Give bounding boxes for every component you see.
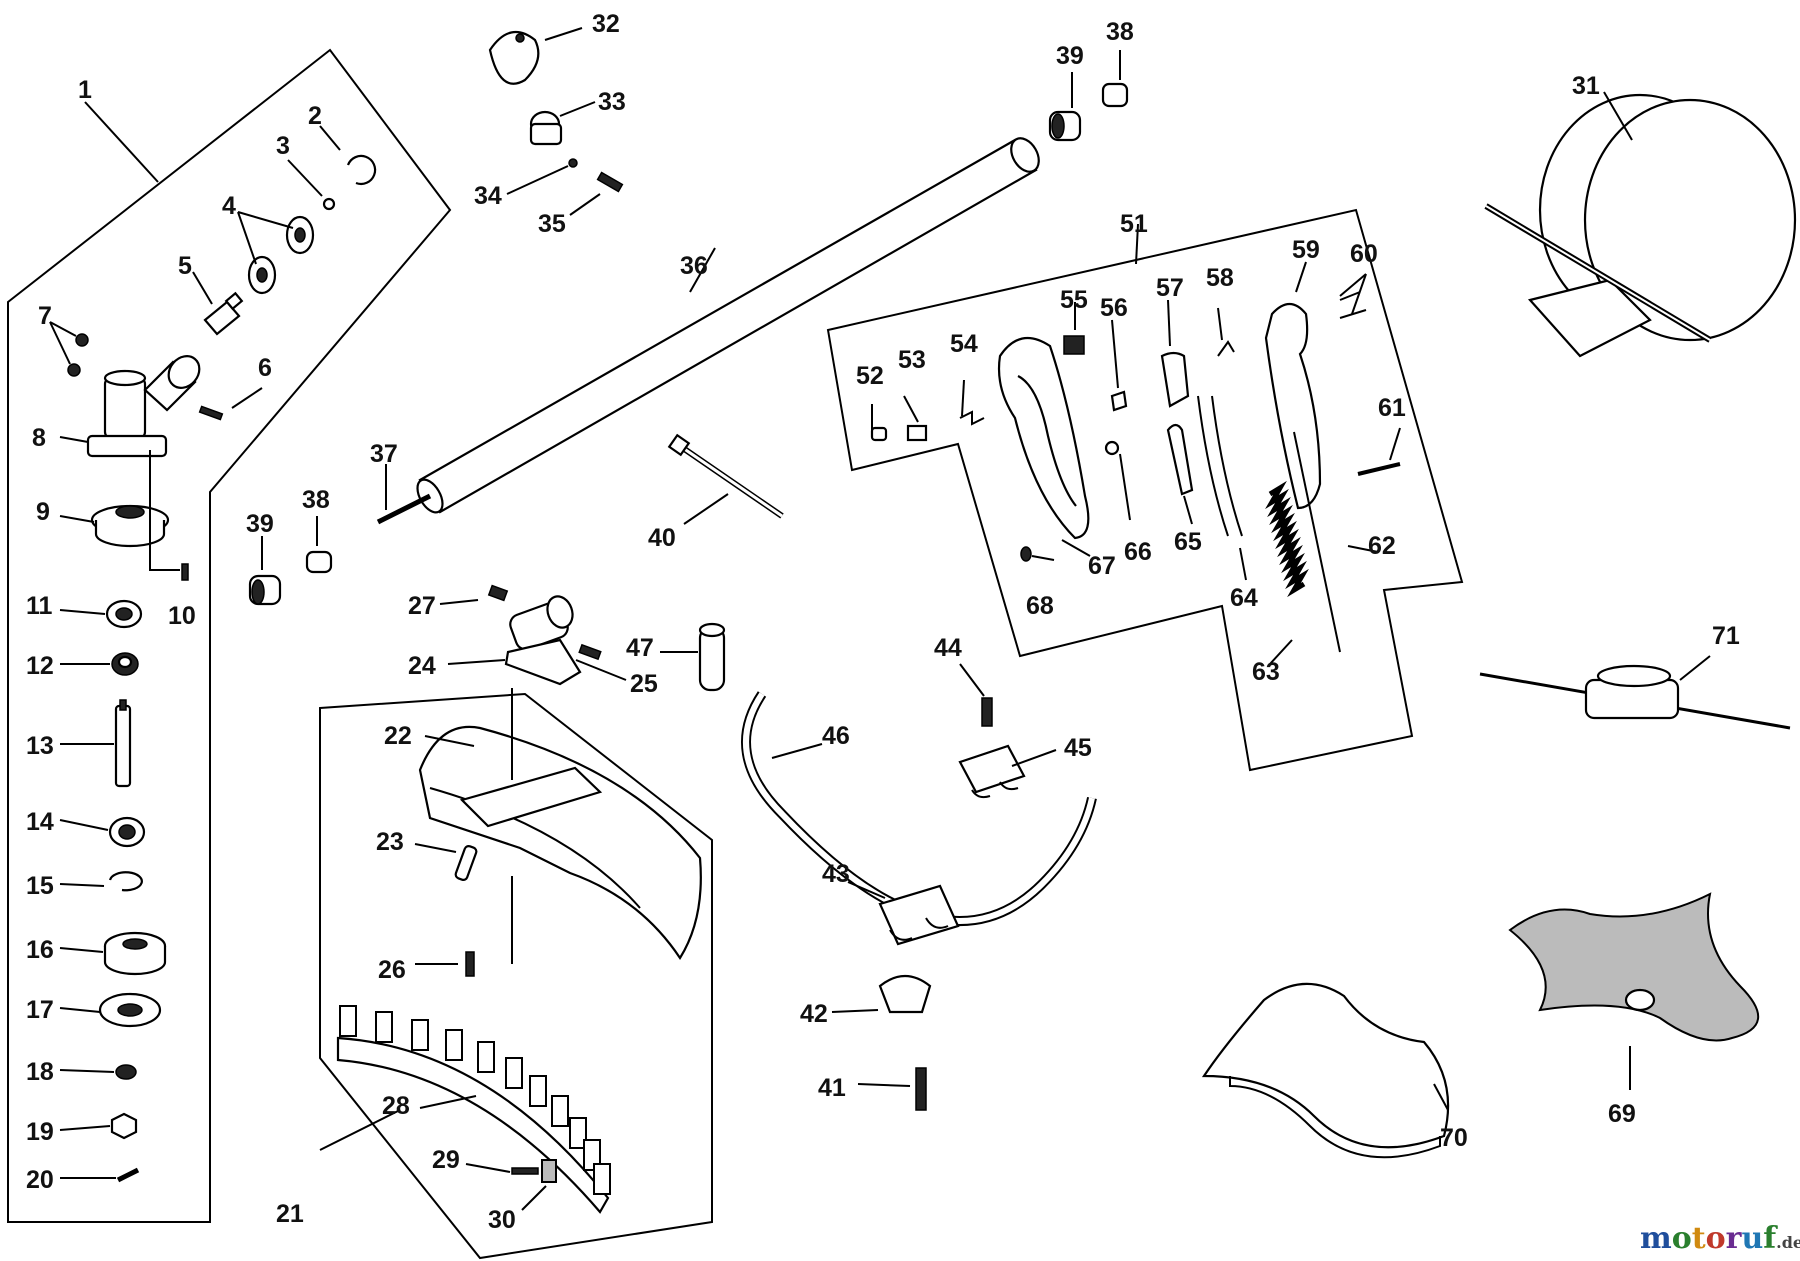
throttle-clamp-parts	[831, 663, 1057, 1111]
label-17: 17	[26, 996, 54, 1024]
blades	[1201, 892, 1759, 1159]
shaft-bushings	[248, 516, 333, 606]
watermark-letter: u	[1741, 1221, 1763, 1256]
label-42: 42	[800, 1000, 828, 1028]
label-64: 64	[1230, 584, 1258, 612]
label-70: 70	[1440, 1124, 1468, 1152]
label-55: 55	[1060, 286, 1088, 314]
watermark-suffix: .de	[1776, 1233, 1800, 1252]
watermark-letter: m	[1640, 1221, 1672, 1256]
label-68: 68	[1026, 592, 1054, 620]
label-44: 44	[934, 634, 962, 662]
label-65: 65	[1174, 528, 1202, 556]
label-14: 14	[26, 808, 54, 836]
label-25: 25	[630, 670, 658, 698]
label-67: 67	[1088, 552, 1116, 580]
label-30: 30	[488, 1206, 516, 1234]
watermark-letter: f	[1763, 1221, 1778, 1256]
label-6: 6	[258, 354, 272, 382]
label-54: 54	[950, 330, 978, 358]
label-63: 63	[1252, 658, 1280, 686]
label-36: 36	[680, 252, 708, 280]
label-41: 41	[818, 1074, 846, 1102]
label-58: 58	[1206, 264, 1234, 292]
label-21: 21	[276, 1200, 304, 1228]
label-62: 62	[1368, 532, 1396, 560]
label-47: 47	[626, 634, 654, 662]
label-39-top: 39	[1056, 42, 1084, 70]
label-5: 5	[178, 252, 192, 280]
label-29: 29	[432, 1146, 460, 1174]
guard-assembly	[319, 688, 713, 1260]
label-40: 40	[648, 524, 676, 552]
label-10: 10	[168, 602, 196, 630]
handle-clamp-parts	[488, 27, 1129, 216]
watermark-letter: o	[1672, 1221, 1692, 1256]
label-13: 13	[26, 732, 54, 760]
label-22: 22	[384, 722, 412, 750]
label-11: 11	[26, 592, 53, 620]
label-9: 9	[36, 498, 50, 526]
label-16: 16	[26, 936, 54, 964]
label-28: 28	[382, 1092, 410, 1120]
label-19: 19	[26, 1118, 54, 1146]
callout-labels: 1 2 3 4 5 6 7 8 9 10 11 12 13 14 15 16 1…	[26, 10, 1740, 1234]
label-39-left: 39	[246, 510, 274, 538]
label-8: 8	[32, 424, 46, 452]
label-37: 37	[370, 440, 398, 468]
shaft-tube	[376, 137, 1040, 525]
label-38-top: 38	[1106, 18, 1134, 46]
label-23: 23	[376, 828, 404, 856]
trimmer-head	[1479, 655, 1791, 730]
label-61: 61	[1378, 394, 1406, 422]
label-34: 34	[474, 182, 502, 210]
label-53: 53	[898, 346, 926, 374]
watermark-logo: motoruf.de	[1640, 1221, 1800, 1256]
label-26: 26	[378, 956, 406, 984]
label-27: 27	[408, 592, 436, 620]
label-69: 69	[1608, 1100, 1636, 1128]
label-1: 1	[78, 76, 92, 104]
watermark-letter: t	[1692, 1221, 1706, 1256]
label-4: 4	[222, 192, 236, 220]
label-2: 2	[308, 102, 322, 130]
label-15: 15	[26, 872, 54, 900]
label-60: 60	[1350, 240, 1378, 268]
label-52: 52	[856, 362, 884, 390]
label-57: 57	[1156, 274, 1184, 302]
label-7: 7	[38, 302, 52, 330]
label-3: 3	[276, 132, 290, 160]
fuel-hose	[741, 691, 1097, 927]
label-66: 66	[1124, 538, 1152, 566]
label-18: 18	[26, 1058, 54, 1086]
gear-head-assembly	[7, 48, 452, 1223]
label-24: 24	[408, 652, 436, 680]
watermark-letter: r	[1726, 1221, 1743, 1256]
label-32: 32	[592, 10, 620, 38]
label-35: 35	[538, 210, 566, 238]
harness	[1484, 91, 1797, 358]
label-43: 43	[822, 860, 850, 888]
throttle-handle-assembly	[826, 208, 1464, 772]
cable-tie	[667, 433, 784, 525]
label-33: 33	[598, 88, 626, 116]
label-71: 71	[1712, 622, 1740, 650]
label-56: 56	[1100, 294, 1128, 322]
label-45: 45	[1064, 734, 1092, 762]
label-20: 20	[26, 1166, 54, 1194]
label-12: 12	[26, 652, 54, 680]
label-31: 31	[1572, 72, 1600, 100]
watermark-letter: o	[1706, 1221, 1726, 1256]
label-46: 46	[822, 722, 850, 750]
label-51: 51	[1120, 210, 1148, 238]
grip	[660, 622, 726, 692]
handle-bracket	[439, 584, 627, 686]
label-59: 59	[1292, 236, 1320, 264]
label-38-left: 38	[302, 486, 330, 514]
